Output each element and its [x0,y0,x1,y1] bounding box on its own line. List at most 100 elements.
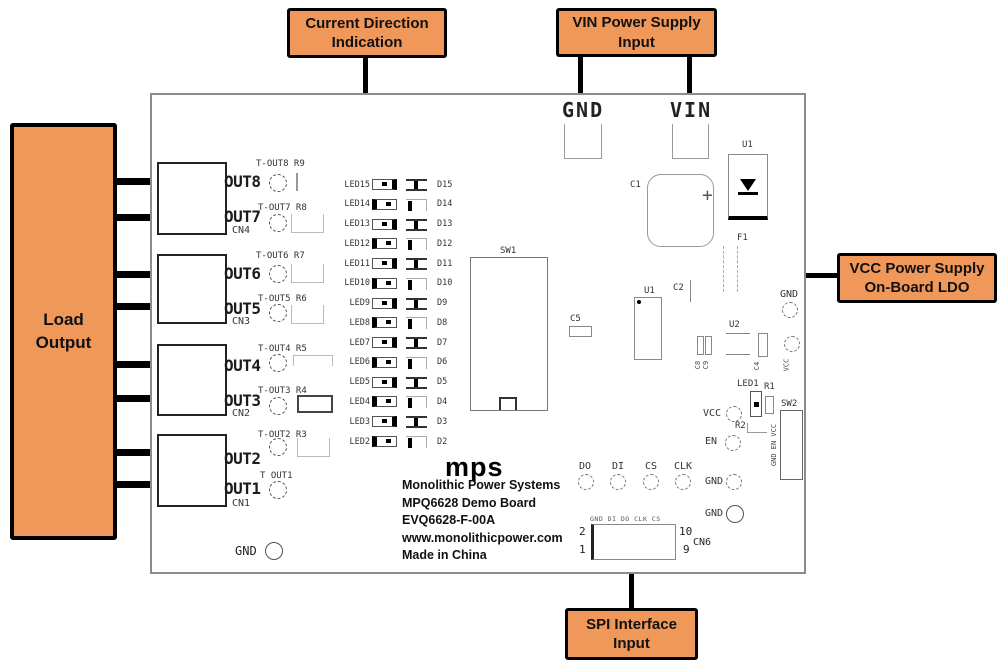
load-output-stub [117,271,156,278]
diode-symbol-icon [740,179,756,191]
out-testpoint [269,438,287,456]
led-symbol [372,218,397,230]
diode-bar [414,418,418,427]
callout-vin-power: VIN Power Supply Input [556,8,717,57]
led-dot [382,340,387,345]
c1-polarity-plus-icon: + [702,185,713,206]
out-resistor [291,305,324,324]
sw2-label: SW2 [781,399,798,409]
c8-body [697,336,704,355]
f1-lead-right [737,246,738,292]
f1-lead-left [723,246,724,292]
diode-bar [414,378,418,387]
en-tp-label: EN [705,436,718,447]
out-resistor [297,438,330,457]
c8-label: C8 [694,360,703,370]
u1-ic-label: U1 [644,286,655,296]
load-output-stub [117,481,156,488]
u2-body [726,333,750,355]
c9-body [705,336,712,355]
out-label: OUT2 [224,449,261,468]
c2-label: C2 [673,283,684,293]
gnd-pad [564,124,602,159]
out-testpoint-label: T-OUT8 R9 [256,159,305,169]
out-testpoint [269,265,287,283]
diode-symbol [406,396,427,409]
diode-bar [414,260,418,269]
callout-current-direction: Current Direction Indication [287,8,447,58]
diode-label: D6 [437,357,448,368]
clk-tp-label: CLK [674,461,693,472]
led-label: LED13 [344,219,370,230]
cn-label: CN3 [232,316,251,327]
led-symbol [372,297,397,309]
diode-symbol [406,238,427,251]
board-info-line: Made in China [402,548,487,562]
out-testpoint [269,174,287,192]
diode-bar [408,319,412,330]
cn6-pin9-label: 9 [683,543,690,556]
gnd-bl-label: GND [235,544,257,558]
out-testpoint [269,397,287,415]
out-label: OUT4 [224,356,261,375]
out-label: OUT1 [224,479,261,498]
vin-pointer-line-vin [687,54,692,95]
diode-symbol [406,179,427,191]
c2-body [690,280,691,302]
led-symbol [372,356,397,368]
u1-diode-body [728,154,768,220]
out-label: OUT3 [224,391,261,410]
diode-symbol [406,277,427,290]
u1-pin1-dot [637,300,641,304]
en-testpoint [725,435,741,451]
led-label: LED12 [344,238,370,249]
out-resistor [291,214,324,233]
led-symbol [372,416,397,428]
c1-body [647,174,714,247]
diode-bar [408,398,412,409]
diode-label: D7 [437,337,448,348]
callout-spi-interface-label: SPI Interface Input [586,615,677,653]
led-symbol [372,258,397,270]
diode-symbol [406,376,427,389]
led-label: LED9 [349,298,370,309]
diode-symbol [406,218,427,231]
diode-bar [414,220,418,229]
led-dot [386,241,391,246]
clk-testpoint [675,474,691,490]
led-label: LED4 [349,396,370,407]
diode-bar [408,279,412,290]
led-dot [386,280,391,285]
diode-label: D5 [437,377,448,388]
gnd-low-testpoint [726,505,744,523]
led-dot [382,419,387,424]
r2-body [747,423,767,433]
led-dot [382,261,387,266]
out-testpoint-label: T OUT1 [260,471,293,481]
out-testpoint [269,354,287,372]
diode-bar [408,358,412,369]
diode-symbol [406,416,427,429]
diode-bar [738,192,758,195]
gnd-pad-label: GND [562,98,605,122]
out-resistor [296,173,298,191]
diode-label: D9 [437,298,448,309]
out-label: OUT7 [224,207,261,226]
callout-vcc-power-label: VCC Power Supply On-Board LDO [849,259,985,297]
board-info-line: MPQ6628 Demo Board [402,495,537,510]
led-dot [386,201,391,206]
led-dot [382,379,387,384]
c1-label: C1 [630,180,641,190]
led-label: LED14 [344,199,370,210]
led-symbol [372,198,397,210]
sw2-pin-labels: GND EN VCC [770,423,778,467]
callout-vin-power-label: VIN Power Supply Input [572,14,701,51]
diode-label: D10 [437,278,453,289]
led-symbol [372,436,397,447]
led-dot [382,300,387,305]
out-testpoint [269,481,287,499]
sw1-label: SW1 [500,246,517,256]
vcc-top-tp-label: VCC [782,358,791,372]
